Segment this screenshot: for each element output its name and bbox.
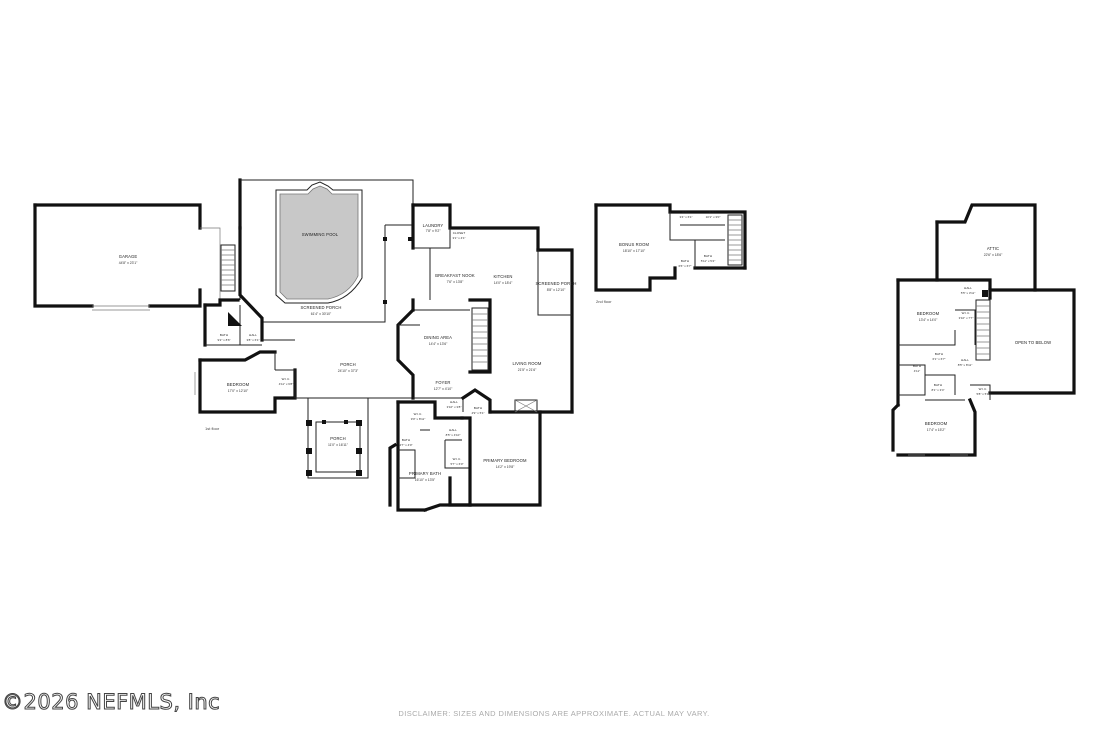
wic-guest-label: W.I.C. (282, 377, 291, 381)
screened-porch-label: SCREENED PORCH (301, 305, 342, 310)
bath-up-3-label: BATH (934, 383, 942, 387)
kitchen-label: KITCHEN (493, 274, 512, 279)
main-house-walls (396, 203, 574, 414)
living-room-dim: 21'5" x 21'6" (518, 368, 537, 372)
foyer-dim: 12'7" x 4'10" (434, 387, 453, 391)
wic-primary-2-label: W.I.C. (453, 457, 462, 461)
bonus-room-dim: 18'10" x 17'10" (623, 249, 646, 253)
porch-dim: 24'10" x 37'3" (338, 369, 359, 373)
stairs-left (220, 226, 264, 342)
bath-up-1-label: BATH (935, 352, 943, 356)
wic-guest-dim: 4'11" x 6'8" (279, 382, 294, 386)
laundry-dim: 7'8" x 9'2" (426, 229, 442, 233)
primary-bedroom-label: PRIMARY BEDROOM (483, 458, 527, 463)
bath-guest-dim: 9'2" x 8'6" (217, 338, 230, 342)
garage-label: GARAGE (119, 254, 138, 259)
porch-front-dim: 11'0" x 16'11" (328, 443, 349, 447)
bath-half-label: BATH (474, 406, 482, 410)
bedroom-up-2-dim: 17'4" x 15'2" (927, 428, 946, 432)
dining-area-label: DINING AREA (424, 335, 452, 340)
bedroom-up-1-dim: 13'4" x 14'0" (919, 318, 938, 322)
bonus-room-label: BONUS ROOM (619, 242, 649, 247)
upper-floor-walls (891, 203, 1076, 457)
porch-walls (262, 339, 413, 479)
bonus-hall-2-label: HALL (709, 210, 717, 214)
wic-primary-dim: 9'0" x 8'11" (411, 417, 426, 421)
foyer-label: FOYER (436, 380, 451, 385)
open-to-below-label: OPEN TO BELOW (1015, 340, 1051, 345)
laundry-label: LAUNDRY (423, 223, 444, 228)
hall-foyer-dim: 3'10" x 3'8" (447, 405, 462, 409)
primary-bath-label: PRIMARY BATH (409, 471, 441, 476)
bonus-bath-2-dim: 5'11" x 5'4" (701, 259, 716, 263)
dining-area-dim: 14'4" x 13'6" (429, 342, 448, 346)
bath-half-dim: 4'9" x 5'1" (471, 411, 484, 415)
screened-porch-walls (238, 178, 414, 323)
wic-up-2-dim: 5'8" x 5'1" (976, 392, 989, 396)
wic-up-dim: 3'10" x 7'7" (959, 316, 974, 320)
porch-front-label: PORCH (330, 436, 346, 441)
hall-primary-label: HALL (449, 428, 457, 432)
wic-primary-2-dim: 5'7" x 6'0" (450, 462, 463, 466)
bedroom-guest-dim: 17'0" x 12'10" (228, 389, 249, 393)
hall-guest-dim: 3'8" x 6'1" (246, 338, 259, 342)
garage-dim: 44'8" x 23'1" (119, 261, 138, 265)
bonus-room-walls (594, 203, 747, 292)
bath-up-2-label: BATH (913, 364, 921, 368)
closet-label: CLOSET (453, 231, 466, 235)
attic-dim: 22'6" x 18'6" (984, 253, 1003, 257)
bath-up-1-dim: 6'1" x 6'7" (932, 357, 945, 361)
second-floor-label: 2nd floor (596, 299, 612, 304)
hall-up-2-dim: 8'5" x 8'11" (958, 363, 973, 367)
wic-up-label: W.I.C. (962, 311, 971, 315)
garage-walls (33, 203, 221, 311)
hall-up-1-label: HALL (964, 286, 972, 290)
pool-label: SWIMMING POOL (302, 232, 339, 237)
primary-bedroom-dim: 14'2" x 19'8" (496, 465, 515, 469)
screened-porch-dim: 61'4" x 30'10" (311, 312, 332, 316)
bath-primary-small-label: BATH (402, 438, 410, 442)
bonus-hall-1-dim: 3'4" x 6'1" (679, 215, 692, 219)
hall-primary-dim: 8'5" x 4'10" (446, 433, 461, 437)
bonus-bath-dim: 6'6" x 6'7" (678, 264, 691, 268)
kitchen-dim: 14'0" x 18'4" (494, 281, 513, 285)
swimming-pool (275, 181, 363, 304)
room-labels: GARAGE 44'8" x 23'1" SWIMMING POOL SCREE… (119, 210, 1051, 482)
hall-up-1-dim: 5'5" x 3'11" (961, 291, 976, 295)
hall-foyer-label: HALL (450, 400, 458, 404)
living-room-label: LIVING ROOM (512, 361, 541, 366)
bath-guest-label: BATH (220, 333, 228, 337)
breakfast-nook-label: BREAKFAST NOOK (435, 273, 475, 278)
bonus-hall-2-dim: 10'1" x 3'0" (706, 215, 721, 219)
primary-wing-walls (388, 400, 542, 513)
closet-dim: 3'1" x 4'1" (452, 236, 465, 240)
primary-bath-dim: 16'10" x 13'5" (415, 478, 436, 482)
attic-label: ATTIC (987, 246, 999, 251)
bonus-bath-2-label: BATH (704, 254, 712, 258)
bonus-hall-1-label: HALL (682, 210, 690, 214)
bath-up-3-dim: 8'1" x 3'4" (931, 388, 944, 392)
breakfast-nook-dim: 7'6" x 13'8" (447, 280, 465, 284)
bedroom-up-1-label: BEDROOM (917, 311, 940, 316)
bonus-bath-label: BATH (681, 259, 689, 263)
disclaimer-text: DISCLAIMER: SIZES AND DIMENSIONS ARE APP… (398, 709, 710, 718)
first-floor-label: 1st floor (205, 426, 220, 431)
screened-porch-side-dim: 8'8" x 12'10" (547, 288, 566, 292)
bath-up-2-dim: 4'11" (914, 369, 920, 373)
hall-up-2-label: HALL (961, 358, 969, 362)
wic-primary-label: W.I.C. (414, 412, 423, 416)
screened-porch-side-label: SCREENED PORCH (536, 281, 577, 286)
porch-label: PORCH (340, 362, 356, 367)
watermark-text: ©2026 NEFMLS, Inc (1, 690, 221, 715)
wic-up-2-label: W.I.C. (979, 387, 988, 391)
hall-guest-label: HALL (249, 333, 257, 337)
guest-wing-walls (194, 298, 297, 414)
bath-primary-small-dim: 4'7" x 4'0" (399, 443, 412, 447)
bedroom-guest-label: BEDROOM (227, 382, 250, 387)
bedroom-up-2-label: BEDROOM (925, 421, 948, 426)
